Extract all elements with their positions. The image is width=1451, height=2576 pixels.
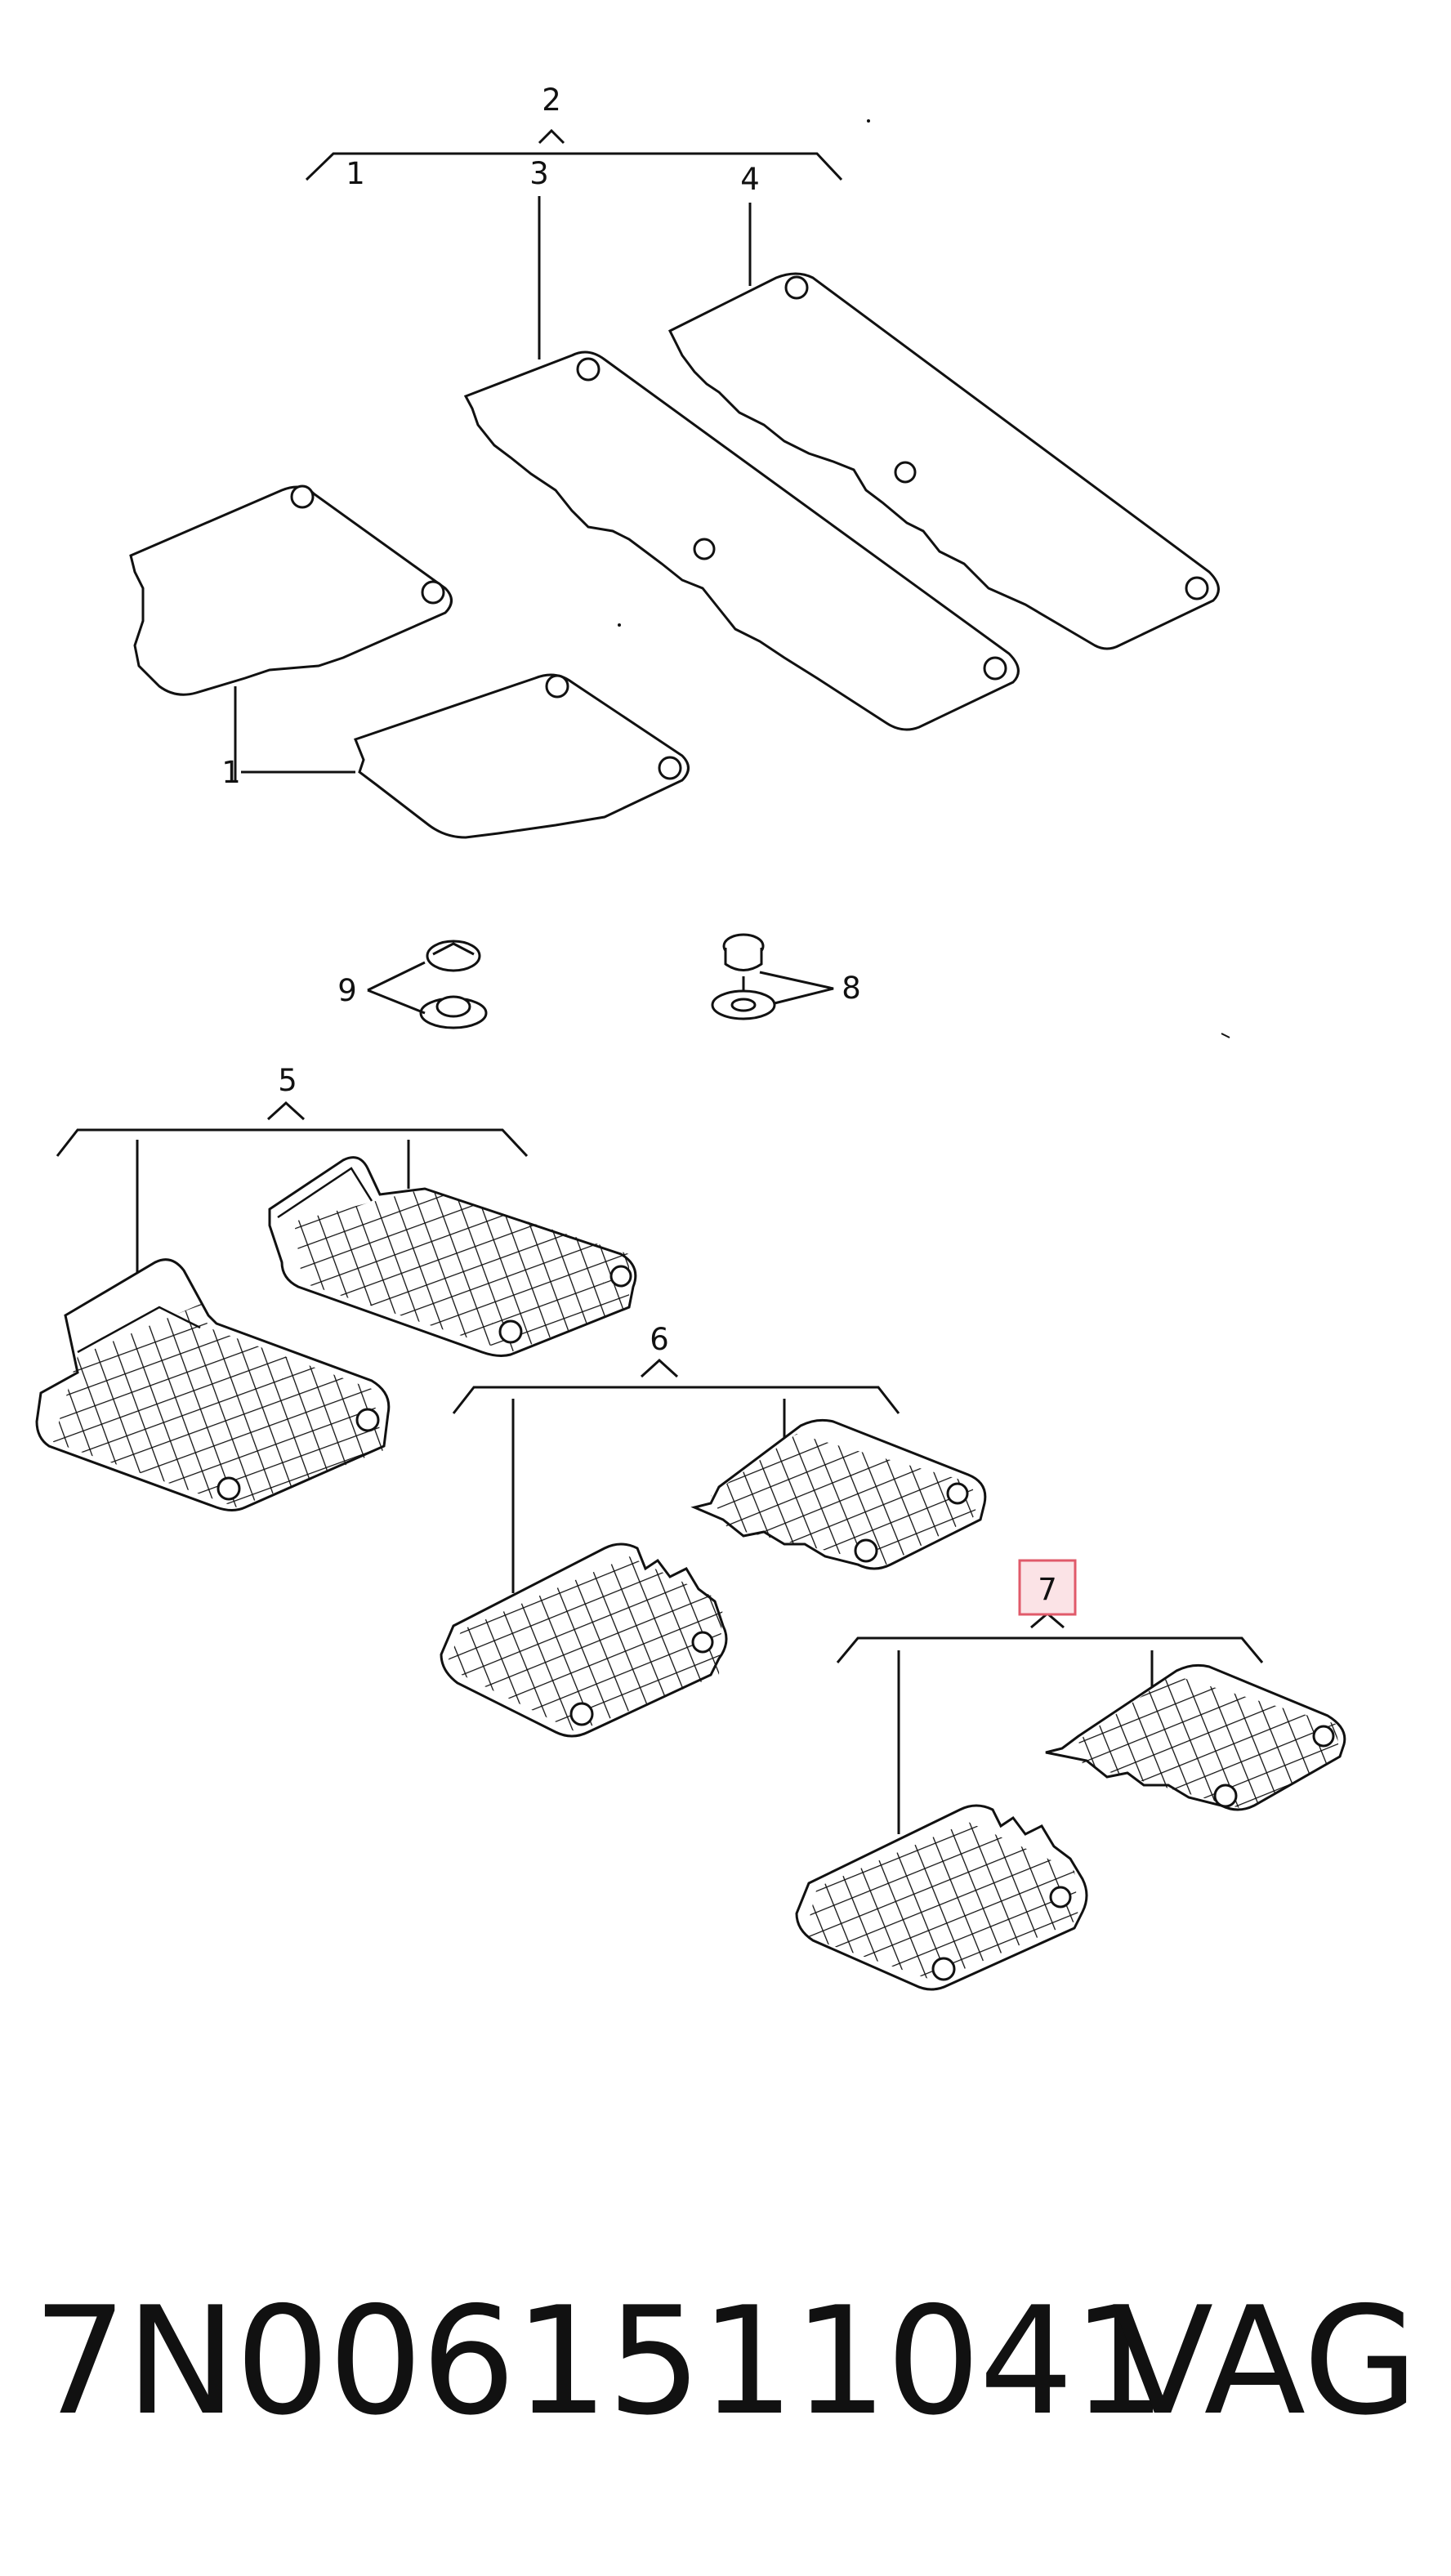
callout-5: 5 [278,1063,297,1098]
callout-3: 3 [529,156,549,191]
callout-2: 2 [542,83,561,118]
callout-1-top: 1 [346,156,365,191]
part-number: 7N0061511041 [33,2275,1167,2448]
carpet-mat-front-right: 1 [221,673,690,839]
bracket-2: 2 1 3 4 [305,83,843,359]
fastener-clip-9: 9 [337,940,488,1029]
callout-8: 8 [842,971,861,1006]
bracket-7: 7 [836,1559,1264,1834]
rubber-mat-6-front [440,1542,728,1738]
rubber-mat-7-rear [1045,1663,1346,1811]
rubber-mat-6-rear [690,1418,987,1570]
callout-9: 9 [337,973,357,1008]
callout-1-left: 1 [221,755,241,790]
rubber-mat-7-front [795,1804,1088,1991]
callout-7-highlight [1018,1559,1077,1616]
brand-label: VAG [1111,2275,1418,2448]
carpet-mat-front-left [129,484,453,780]
callout-6: 6 [650,1322,669,1357]
bracket-5: 5 [56,1063,529,1275]
callout-7: 7 [1038,1572,1057,1607]
fastener-stud-8: 8 [711,933,861,1020]
footer: 7N0061511041 VAG [0,2279,1451,2443]
carpet-mat-middle-long [463,350,1020,731]
callout-4: 4 [740,162,760,197]
rubber-mat-5-upper [268,1156,637,1357]
carpet-mat-rear-long [667,272,1220,650]
